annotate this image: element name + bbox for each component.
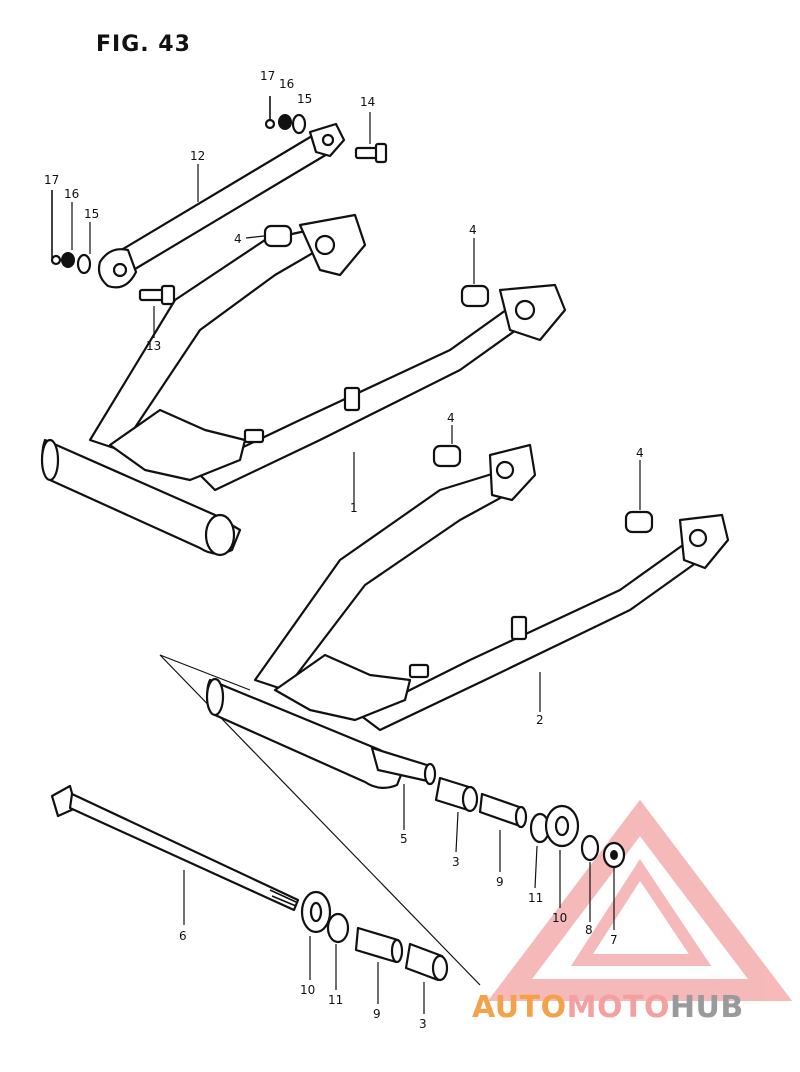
- seal-10-right: [544, 804, 580, 848]
- brand-part-moto: MOTO: [566, 990, 670, 1025]
- callout-17a: 17: [260, 69, 275, 83]
- torque-rod: [97, 122, 346, 289]
- spacer-5: [370, 746, 437, 786]
- brand-part-auto: AUTO: [472, 990, 567, 1025]
- callout-5: 5: [400, 832, 408, 846]
- swingarm-1: [40, 213, 567, 557]
- callout-3b: 3: [419, 1017, 427, 1031]
- figure-title: FIG. 43: [96, 32, 191, 57]
- callout-14: 14: [360, 95, 375, 109]
- bushing-4-a: [263, 224, 293, 248]
- bushing-4-b: [460, 284, 490, 308]
- callout-labels: 17 16 15 14 12 17 16 15 4 4 13 1 4 4 2 5…: [44, 69, 644, 1031]
- washer-11-left: [326, 912, 350, 944]
- callout-9b: 9: [373, 1007, 381, 1021]
- callout-9a: 9: [496, 875, 504, 889]
- callout-4d: 4: [636, 446, 644, 460]
- watermark-brand: AUTOMOTOHUB: [472, 990, 744, 1025]
- callout-3a: 3: [452, 855, 460, 869]
- nut-7: [602, 841, 626, 869]
- spacer-9-right: [478, 792, 528, 829]
- hardware-top-right: [264, 96, 307, 135]
- callout-11b: 11: [328, 993, 343, 1007]
- callout-6: 6: [179, 929, 187, 943]
- callout-7: 7: [610, 933, 618, 947]
- callout-16a: 16: [279, 77, 294, 91]
- watermark-logo-triangle: [487, 799, 793, 1001]
- brand-part-hub: HUB: [669, 990, 744, 1025]
- callout-15a: 15: [297, 92, 312, 106]
- callout-1: 1: [350, 501, 358, 515]
- callout-16b: 16: [64, 187, 79, 201]
- bolt-13: [138, 284, 176, 306]
- bearing-3-left: [404, 942, 449, 982]
- callout-15b: 15: [84, 207, 99, 221]
- bushing-4-c: [432, 444, 462, 468]
- callout-2: 2: [536, 713, 544, 727]
- seal-10-left: [300, 890, 332, 934]
- callout-4b: 4: [469, 223, 477, 237]
- pivot-shaft-6: [50, 784, 300, 912]
- hardware-top-left: [50, 190, 92, 275]
- callout-10b: 10: [300, 983, 315, 997]
- bolt-14: [354, 142, 388, 164]
- callout-17b: 17: [44, 173, 59, 187]
- callout-10a: 10: [552, 911, 567, 925]
- spacer-9-left: [354, 926, 404, 964]
- callout-13: 13: [146, 339, 161, 353]
- swingarm-2: [205, 443, 730, 789]
- callout-8: 8: [585, 923, 593, 937]
- bearing-3-right: [434, 776, 479, 813]
- callout-4c: 4: [447, 411, 455, 425]
- callout-11a: 11: [528, 891, 543, 905]
- leader-lines: [71, 112, 641, 1014]
- callout-12: 12: [190, 149, 205, 163]
- bushing-4-d: [624, 510, 654, 534]
- washer-8: [580, 834, 600, 862]
- callout-4a: 4: [234, 232, 242, 246]
